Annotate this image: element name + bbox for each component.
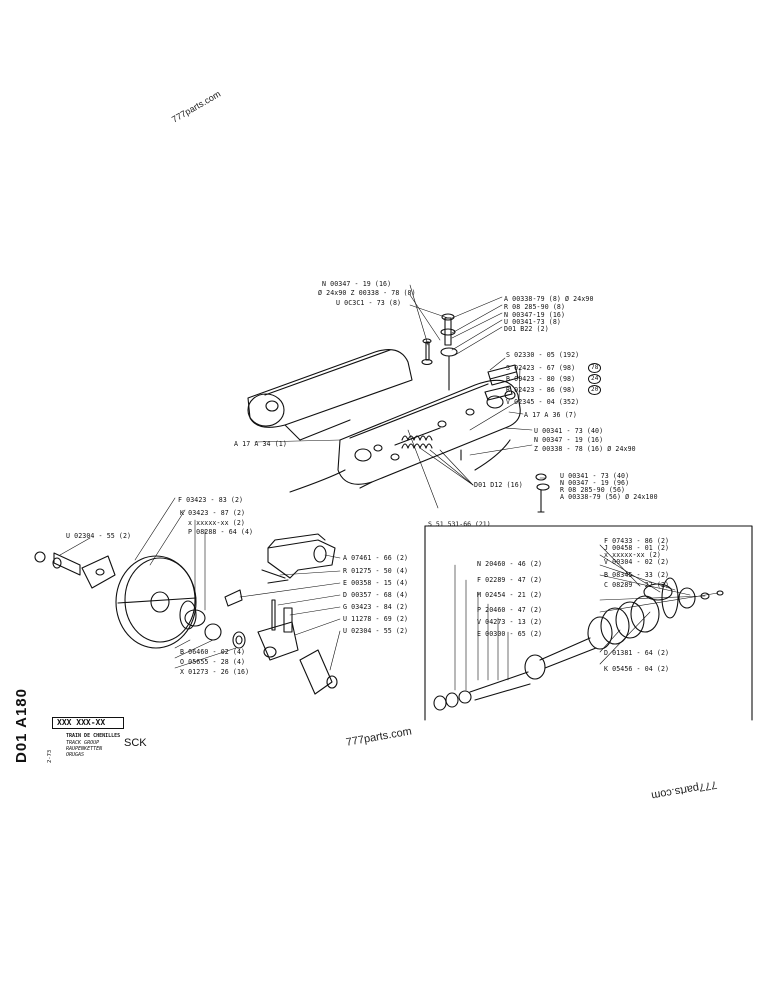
top-bolt-assembly: [421, 313, 458, 391]
part-label: U 00341-73 (8): [504, 318, 561, 326]
part-label: A 07461 - 66 (2): [343, 554, 409, 562]
part-label: U 02304 - 55 (2): [343, 627, 409, 635]
part-label: D 00357 - 68 (4): [343, 591, 409, 599]
track-chain-line: [289, 469, 346, 493]
subgroup-box: [424, 525, 753, 721]
part-label: F 07433 - 86 (2): [604, 537, 670, 545]
center-leader-lines: [239, 554, 341, 671]
part-label: K 03423 - 87 (2): [180, 509, 246, 517]
part-label: S 02330 - 05 (192): [506, 351, 580, 359]
part-label: N 00347 - 19 (96): [560, 479, 630, 487]
part-label: R 02423 - 86 (98): [506, 386, 576, 394]
title-es: ORUGAS: [66, 752, 85, 758]
part-label: S 02423 - 67 (98): [506, 364, 576, 372]
part-label: P 08288 - 64 (4): [188, 528, 254, 536]
code-box: XXX XXX-XX: [52, 717, 124, 729]
part-label: A 00338-79 (56) Ø 24x100: [560, 493, 658, 501]
part-label: G 03423 - 84 (2): [343, 603, 409, 611]
part-label: D01 B22 (2): [504, 325, 549, 333]
part-label: D 01381 - 64 (2): [604, 649, 670, 657]
drawing-date: 2-73: [47, 749, 53, 763]
part-label: U 00341 - 73 (40): [560, 472, 630, 480]
part-label: U 00341 - 73 (40): [534, 427, 604, 435]
part-label: N 20460 - 46 (2): [477, 560, 543, 568]
circled-ref: 78: [588, 363, 602, 373]
part-label: B 08345 - 33 (2): [604, 571, 670, 579]
title-en: TRACK GROUP: [66, 740, 100, 746]
track-frame-main: [337, 379, 521, 489]
part-label: B 06460 - 02 (4): [180, 648, 246, 656]
hub-parts: [34, 551, 246, 649]
lower-right-bolt: [460, 449, 550, 513]
part-label: N 00347 - 19 (16): [322, 280, 392, 288]
idler-wheel: [115, 555, 197, 649]
part-label: J 00458 - 01 (2): [604, 544, 670, 552]
part-label: A 17 A 36 (7): [524, 411, 577, 419]
part-label: R 08 285-90 (56): [560, 486, 626, 494]
title-de: RAUPENKETTEN: [66, 746, 103, 752]
part-label: O 05655 - 28 (4): [180, 658, 246, 666]
part-label: F 03423 - 83 (2): [178, 496, 244, 504]
part-label: F 02289 - 47 (2): [477, 576, 543, 584]
part-label: Z 00338 - 78 (16) Ø 24x90: [534, 445, 636, 453]
wedge-plates: [484, 364, 519, 401]
part-label: X 01273 - 26 (16): [180, 668, 250, 676]
part-label: R 01275 - 50 (4): [343, 567, 409, 575]
model-name: SCK: [124, 737, 147, 749]
part-label: Ø 24x90 Z 00338 - 78 (8): [318, 289, 416, 297]
box-leader-lines: [454, 544, 719, 691]
part-label: A 00338-79 (8) Ø 24x90: [504, 295, 594, 303]
part-label: C 08289 - 22 (2): [604, 581, 670, 589]
part-label: K 05456 - 04 (2): [604, 665, 670, 673]
circled-ref: 24: [588, 374, 602, 384]
subgroup-reference: S 51 531-66 (21): [428, 520, 491, 528]
part-label: B 09423 - 80 (98): [506, 375, 576, 383]
part-label: P 20460 - 47 (2): [477, 606, 543, 614]
part-label: V 00304 - 02 (2): [604, 558, 670, 566]
part-label: V 04273 - 13 (2): [477, 618, 543, 626]
track-frame-rear: [247, 349, 413, 441]
part-label: A 17 A 34 (1): [234, 440, 287, 448]
part-label: V 02345 - 04 (352): [506, 398, 580, 406]
part-label: N 00347-19 (16): [504, 311, 566, 319]
title-fr: TRAIN DE CHENILLES: [66, 733, 121, 739]
part-label: N 00347 - 19 (16): [534, 436, 604, 444]
part-label: U 02304 - 55 (2): [66, 532, 132, 540]
sprocket-leader-lines: [59, 497, 237, 669]
part-label: x xxxxx-xx (2): [188, 519, 245, 527]
part-label: D01 D12 (16): [474, 481, 523, 489]
track-chain-line-right: [474, 439, 511, 471]
bracket-assembly: [224, 533, 338, 695]
leader-lines: [254, 284, 546, 509]
part-label: R 08 285-90 (8): [504, 303, 566, 311]
part-label: E 00358 - 15 (4): [343, 579, 409, 587]
circled-ref: 20: [588, 385, 602, 395]
part-label: M 02454 - 21 (2): [477, 591, 543, 599]
part-label: U 11278 - 69 (2): [343, 615, 409, 623]
part-label: x xxxxx-xx (2): [604, 551, 661, 559]
drawing-code: D01 A180: [13, 688, 30, 763]
part-label: E 00300 - 65 (2): [477, 630, 543, 638]
part-label: U 0C3C1 - 73 (8): [336, 299, 402, 307]
